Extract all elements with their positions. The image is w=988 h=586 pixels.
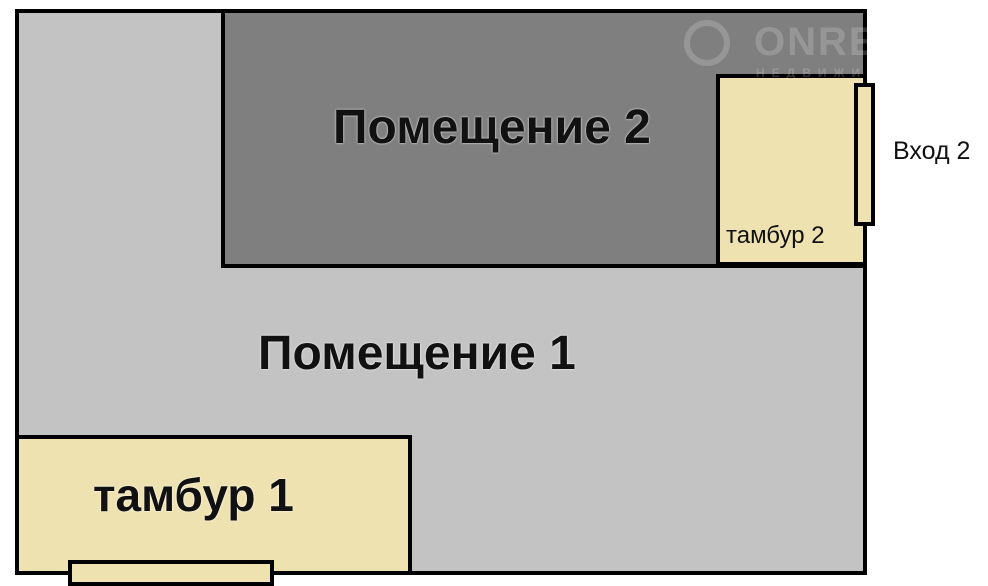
vestibule-1	[15, 435, 412, 575]
entrance-2-door	[854, 83, 875, 226]
room-1-label: Помещение 1	[258, 327, 576, 380]
watermark-subtitle: НЕДВИЖИМОСТЬ	[756, 66, 946, 80]
vestibule-2	[716, 74, 867, 266]
vestibule-2-label: тамбур 2	[726, 222, 825, 249]
entrance-2-label: Вход 2	[893, 137, 971, 165]
watermark-logo-icon	[684, 20, 730, 66]
vestibule-1-label: тамбур 1	[93, 469, 294, 521]
entrance-1-door	[68, 560, 274, 586]
room-2-label: Помещение 2	[333, 101, 651, 154]
watermark-name: ONREALT	[754, 20, 959, 64]
